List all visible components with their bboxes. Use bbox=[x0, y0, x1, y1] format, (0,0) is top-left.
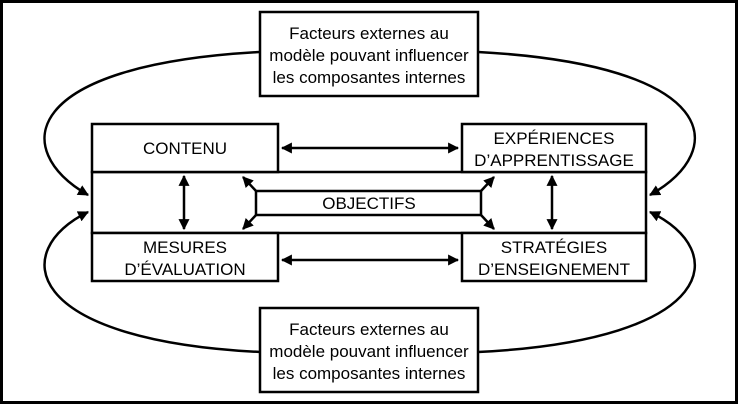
box-external-top bbox=[258, 10, 480, 98]
arrow-bottom-left-curve bbox=[43, 210, 261, 354]
label-mesures-line1: MESURES bbox=[143, 238, 227, 257]
box-objectifs bbox=[254, 189, 483, 217]
label-experiences-line2: D’APPRENTISSAGE bbox=[474, 151, 634, 170]
arrow-objectifs-contenu bbox=[242, 176, 257, 192]
box-external-bottom bbox=[258, 306, 480, 394]
arrow-bottom-right-curve bbox=[477, 210, 696, 354]
label-strategies-line1: STRATÉGIES bbox=[501, 238, 607, 257]
label-contenu: CONTENU bbox=[143, 139, 227, 158]
box-experiences bbox=[460, 122, 648, 174]
label-external-top-line3: les composantes internes bbox=[273, 68, 466, 87]
arrow-objectifs-mesures bbox=[242, 214, 257, 230]
box-contenu bbox=[90, 122, 280, 174]
arrow-objectifs-experiences bbox=[480, 176, 495, 192]
box-mesures bbox=[90, 231, 280, 283]
label-external-top-line1: Facteurs externes au bbox=[289, 24, 449, 43]
label-experiences-line1: EXPÉRIENCES bbox=[494, 129, 615, 148]
label-external-bottom-line3: les composantes internes bbox=[273, 364, 466, 383]
label-external-bottom-line1: Facteurs externes au bbox=[289, 320, 449, 339]
arrow-top-left-curve bbox=[43, 50, 261, 197]
label-strategies-line2: D’ENSEIGNEMENT bbox=[478, 260, 630, 279]
arrow-top-right-curve bbox=[477, 50, 696, 197]
label-external-bottom-line2: modèle pouvant influencer bbox=[269, 342, 469, 361]
label-external-top-line2: modèle pouvant influencer bbox=[269, 46, 469, 65]
label-objectifs: OBJECTIFS bbox=[322, 194, 416, 213]
label-mesures-line2: D’ÉVALUATION bbox=[124, 260, 245, 279]
arrow-objectifs-strategies bbox=[480, 214, 495, 230]
box-strategies bbox=[460, 231, 648, 283]
